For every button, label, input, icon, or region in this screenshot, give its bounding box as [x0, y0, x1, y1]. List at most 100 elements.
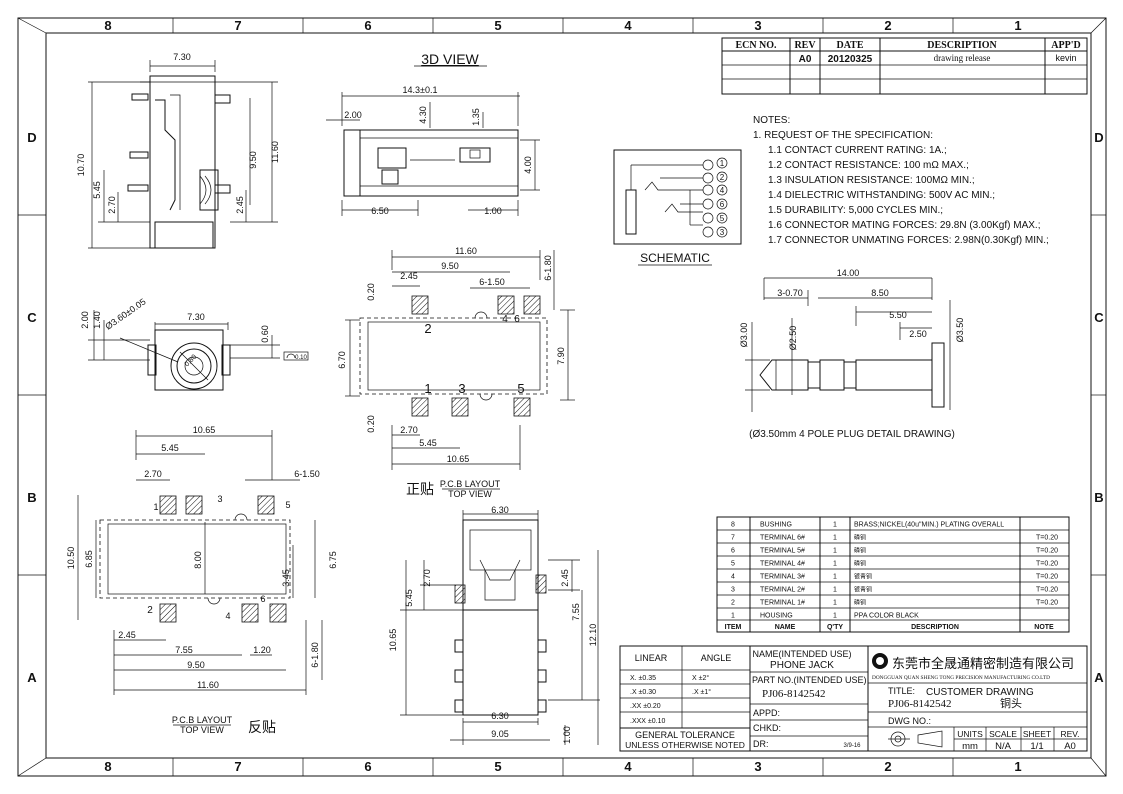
zone-col-2: 2	[884, 18, 891, 33]
bom-table	[716, 516, 1070, 633]
dim-front-060: 0.60	[260, 325, 270, 343]
rev-header-date: DATE	[836, 40, 863, 51]
dim-side-1210: 12.10	[588, 624, 598, 647]
dim-plug-d250: Ø2.50	[788, 326, 798, 351]
dim-pcbb-270: 2.70	[144, 469, 162, 479]
bom-cell-note: T=0.20	[1036, 535, 1058, 542]
bom-cell-item: 5	[731, 561, 735, 568]
dim-tl-1160: 11.60	[270, 141, 280, 163]
dim-pcbb-6150: 6-1.50	[294, 469, 320, 479]
caption-back-cn: 反贴	[248, 719, 276, 735]
bom-cell-desc: 磷铜	[854, 534, 866, 542]
rev-date: 20120325	[828, 54, 873, 65]
zone-col-5-bottom: 5	[494, 759, 501, 774]
tb-part-label: PART NO.(INTENDED USE)	[752, 675, 867, 685]
tb-rev-label: REV.	[1060, 729, 1079, 739]
dim-pcbf-545: 5.45	[419, 438, 437, 448]
tb-tol-lin-2: .XX ±0.20	[630, 703, 661, 710]
pcbb-pin-6: 6	[260, 594, 265, 604]
revision-table: ECN NO. REV DATE DESCRIPTION APP'D A0 20…	[721, 37, 1088, 95]
title-block	[619, 645, 1088, 752]
schematic-drawing: 1 2 4 6 5 3	[613, 149, 742, 245]
bom-cell-name: TERMINAL 4#	[760, 561, 805, 568]
bom-cell-name: TERMINAL 5#	[760, 548, 805, 555]
dim-3d-400: 4.00	[523, 156, 533, 174]
dim-side-630a: 6.30	[491, 505, 509, 515]
pcbf-pin-5: 5	[517, 381, 524, 396]
dim-side-630b: 6.30	[491, 711, 509, 721]
bom-cell-note: T=0.20	[1036, 587, 1058, 594]
zone-row-d-right: D	[1094, 130, 1103, 145]
tb-dwg-label: DWG NO.:	[888, 716, 931, 726]
dim-side-545: 5.45	[404, 589, 414, 607]
dim-pcbb-755: 7.55	[175, 645, 193, 655]
rev-header-description: DESCRIPTION	[927, 40, 997, 51]
rev-header-rev: REV	[794, 40, 816, 51]
bom-cell-name: TERMINAL 2#	[760, 587, 805, 594]
caption-front-top: TOP VIEW	[448, 489, 492, 499]
dim-pcbb-950: 9.50	[187, 660, 205, 670]
dim-pcbf-950: 9.50	[441, 261, 459, 271]
dim-pcbb-1050: 10.50	[66, 547, 76, 570]
tb-part-value: PJ06-8142542	[762, 688, 826, 700]
bom-cell-name: TERMINAL 1#	[760, 600, 805, 607]
dim-plug-550: 5.50	[889, 310, 907, 320]
dim-3d-430: 4.30	[418, 106, 428, 124]
bom-cell-item: 6	[731, 548, 735, 555]
dim-front-200: 2.00	[80, 311, 90, 329]
zone-row-b-right: B	[1094, 490, 1103, 505]
bom-cell-name: TERMINAL 6#	[760, 535, 805, 542]
dim-plug-d350: Ø3.50	[955, 318, 965, 343]
rev-header-appd: APP'D	[1051, 40, 1080, 51]
dim-plug-d300: Ø3.00	[739, 323, 749, 348]
schematic-pin-2: 2	[720, 173, 725, 182]
zone-row-c: C	[27, 310, 37, 325]
notes-block: NOTES: 1. REQUEST OF THE SPECIFICATION: …	[753, 115, 1049, 246]
bom-cell-desc: 磷铜	[854, 560, 866, 568]
zone-row-d: D	[27, 130, 36, 145]
dim-side-905: 9.05	[491, 729, 509, 739]
dim-pcbb-1065: 10.65	[193, 425, 216, 435]
tb-general-tol-1: GENERAL TOLERANCE	[635, 730, 735, 740]
tb-linear-label: LINEAR	[635, 653, 668, 663]
pcbb-pin-3: 3	[217, 494, 222, 504]
bom-cell-item: 8	[731, 522, 735, 529]
pcbf-pin-1: 1	[424, 381, 431, 396]
dim-pcbf-020a: 0.20	[366, 283, 376, 301]
tb-scale-value: N/A	[995, 741, 1012, 752]
rev-description: drawing release	[934, 53, 991, 63]
bom-cell-desc: 磷铜	[854, 547, 866, 555]
dim-plug-3070: 3-0.70	[777, 288, 803, 298]
dim-pcbb-675: 6.75	[328, 551, 338, 569]
tb-dr-label: DR:	[753, 739, 769, 749]
tb-rev-value: A0	[1064, 741, 1076, 752]
caption-back-top: TOP VIEW	[180, 725, 224, 735]
rev-header-ecn: ECN NO.	[735, 40, 777, 51]
dim-pcbf-6180: 6-1.80	[543, 255, 553, 281]
dim-front-730: 7.30	[187, 312, 205, 322]
bom-cell-item: 4	[731, 574, 735, 581]
view3d-drawing	[326, 92, 540, 216]
note-1-7: 1.7 CONNECTOR UNMATING FORCES: 2.98N(0.3…	[768, 235, 1049, 246]
tb-sheet-label: SHEET	[1023, 729, 1051, 739]
bom-cell-qty: 1	[833, 522, 837, 529]
dim-3d-200: 2.00	[344, 110, 362, 120]
schematic-pin-3: 3	[720, 228, 725, 237]
dim-front-080: 0.80	[184, 354, 199, 369]
dim-pcbf-670: 6.70	[337, 351, 347, 369]
bom-cell-name: BUSHING	[760, 522, 792, 529]
dim-pcbb-685: 6.85	[84, 550, 94, 568]
dim-pcbb-800: 8.00	[193, 551, 203, 569]
tb-tol-ang-1: .X ±1°	[692, 688, 711, 696]
bom-cell-desc: BRASS;NICKEL(40u"MIN.) PLATING OVERALL	[854, 522, 1004, 529]
tb-chkd-label: CHKD:	[753, 723, 781, 733]
dim-pcbf-270: 2.70	[400, 425, 418, 435]
bom-cell-note: T=0.20	[1036, 548, 1058, 555]
tb-general-tol-2: UNLESS OTHERWISE NOTED	[625, 740, 745, 750]
bom-cell-qty: 1	[833, 587, 837, 594]
dim-side-100: 1.00	[562, 726, 572, 744]
bom-header-qty: Q'TY	[827, 624, 843, 631]
dim-front-140: 1.40	[92, 311, 102, 329]
bom-cell-qty: 1	[833, 548, 837, 555]
